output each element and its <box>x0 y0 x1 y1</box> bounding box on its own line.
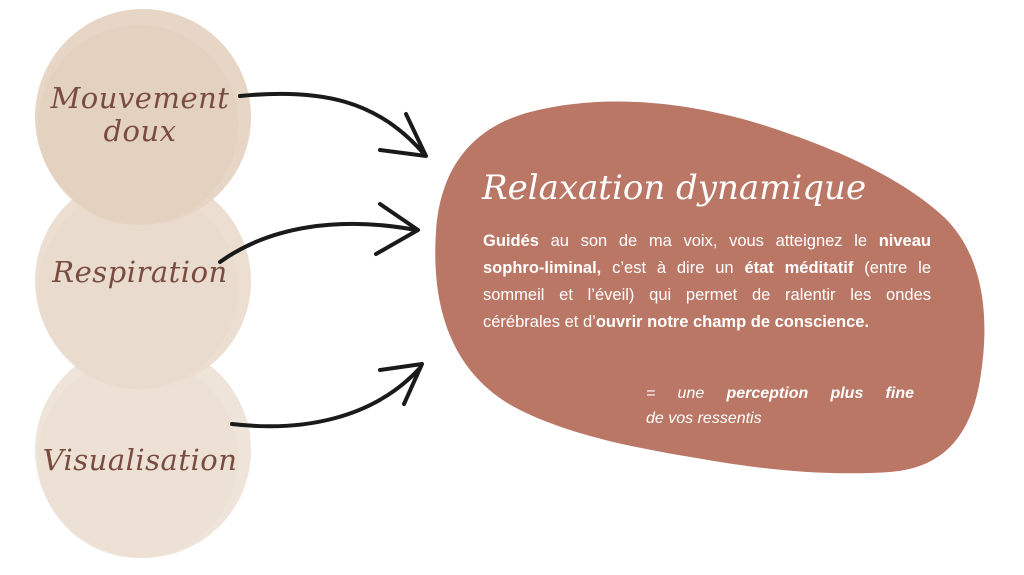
desc-niveau-sophro-liminal: niveau sophro-liminal, <box>483 232 931 277</box>
arrow-respiration-to-relaxation <box>218 202 420 264</box>
desc-part-6: (entre le sommeil et l’éveil) qui permet… <box>483 259 931 331</box>
label-visualisation: Visualisation <box>30 443 250 477</box>
circle-respiration <box>35 173 251 389</box>
arrow-visualisation-to-relaxation <box>230 362 424 429</box>
relaxation-description: Guidés au son de ma voix, vous atteignez… <box>483 228 931 336</box>
note-line1: = une perception plus fine <box>646 381 914 406</box>
label-mouvement-line1: Mouvement <box>50 81 230 115</box>
label-visualisation-text: Visualisation <box>42 443 238 477</box>
label-respiration-text: Respiration <box>52 255 228 289</box>
note-line2: de vos ressentis <box>646 410 762 427</box>
relaxation-title: Relaxation dynamique <box>482 168 867 208</box>
desc-part-4: c’est à dire un <box>601 259 745 277</box>
desc-ouvrir-champ-conscience: ouvrir notre champ de conscience. <box>595 313 870 331</box>
desc-part-2: au son de ma voix, vous atteignez le <box>538 232 879 250</box>
desc-guides: Guidés <box>483 232 539 250</box>
circle-mouvement-doux <box>35 9 251 225</box>
relaxation-note: = une perception plus fine de vos ressen… <box>646 381 914 431</box>
label-respiration: Respiration <box>40 255 240 289</box>
label-mouvement-doux: Mouvement doux <box>40 81 240 149</box>
note-prefix: = une <box>646 385 727 402</box>
relaxation-blob <box>435 101 985 474</box>
label-mouvement-line2: doux <box>103 114 177 149</box>
circle-visualisation <box>35 342 251 558</box>
desc-etat-meditatif: état méditatif <box>744 259 854 277</box>
note-emphasis: perception plus fine <box>726 385 914 402</box>
arrow-mouvement-to-relaxation <box>238 91 428 158</box>
